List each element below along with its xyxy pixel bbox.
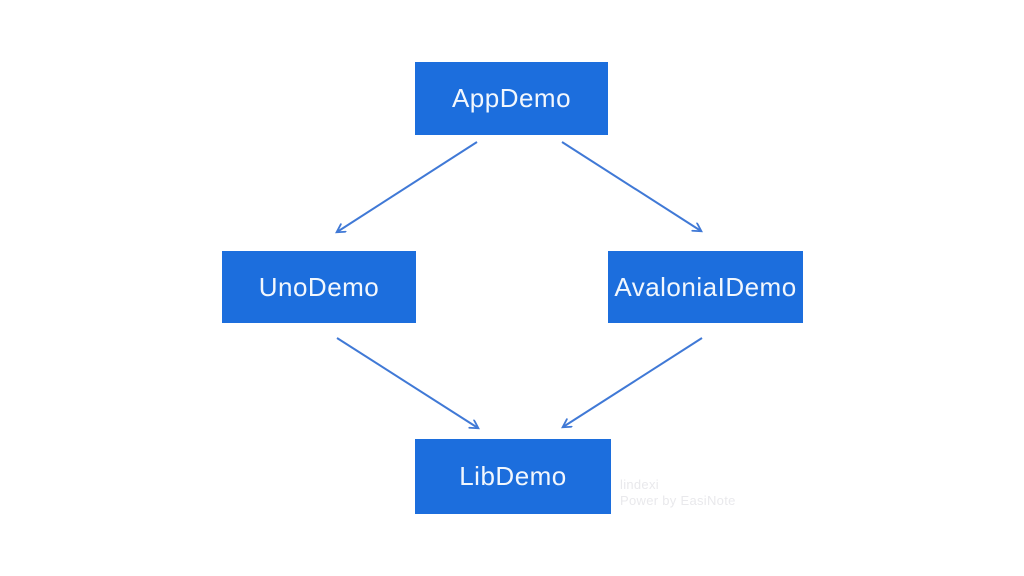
node-avaloniaidemo-label: AvaloniaIDemo <box>614 271 797 302</box>
watermark: lindexi Power by EasiNote <box>620 477 736 509</box>
node-libdemo-label: LibDemo <box>459 461 567 491</box>
arrow-appdemo-to-unodemo <box>337 141 478 232</box>
node-avaloniaidemo: AvaloniaIDemo <box>608 251 803 323</box>
node-unodemo-label: UnoDemo <box>258 271 380 302</box>
watermark-software: Power by EasiNote <box>620 493 736 508</box>
watermark-author: lindexi <box>620 477 659 492</box>
node-unodemo: UnoDemo <box>222 251 416 323</box>
node-libdemo: LibDemo <box>415 439 611 514</box>
arrow-unodemo-to-libdemo <box>336 337 478 428</box>
arrow-appdemo-to-avaloniaidemo <box>561 141 701 231</box>
node-appdemo: AppDemo <box>415 62 608 135</box>
node-appdemo-label: AppDemo <box>451 83 572 113</box>
arrow-avaloniaidemo-to-libdemo <box>563 337 703 427</box>
